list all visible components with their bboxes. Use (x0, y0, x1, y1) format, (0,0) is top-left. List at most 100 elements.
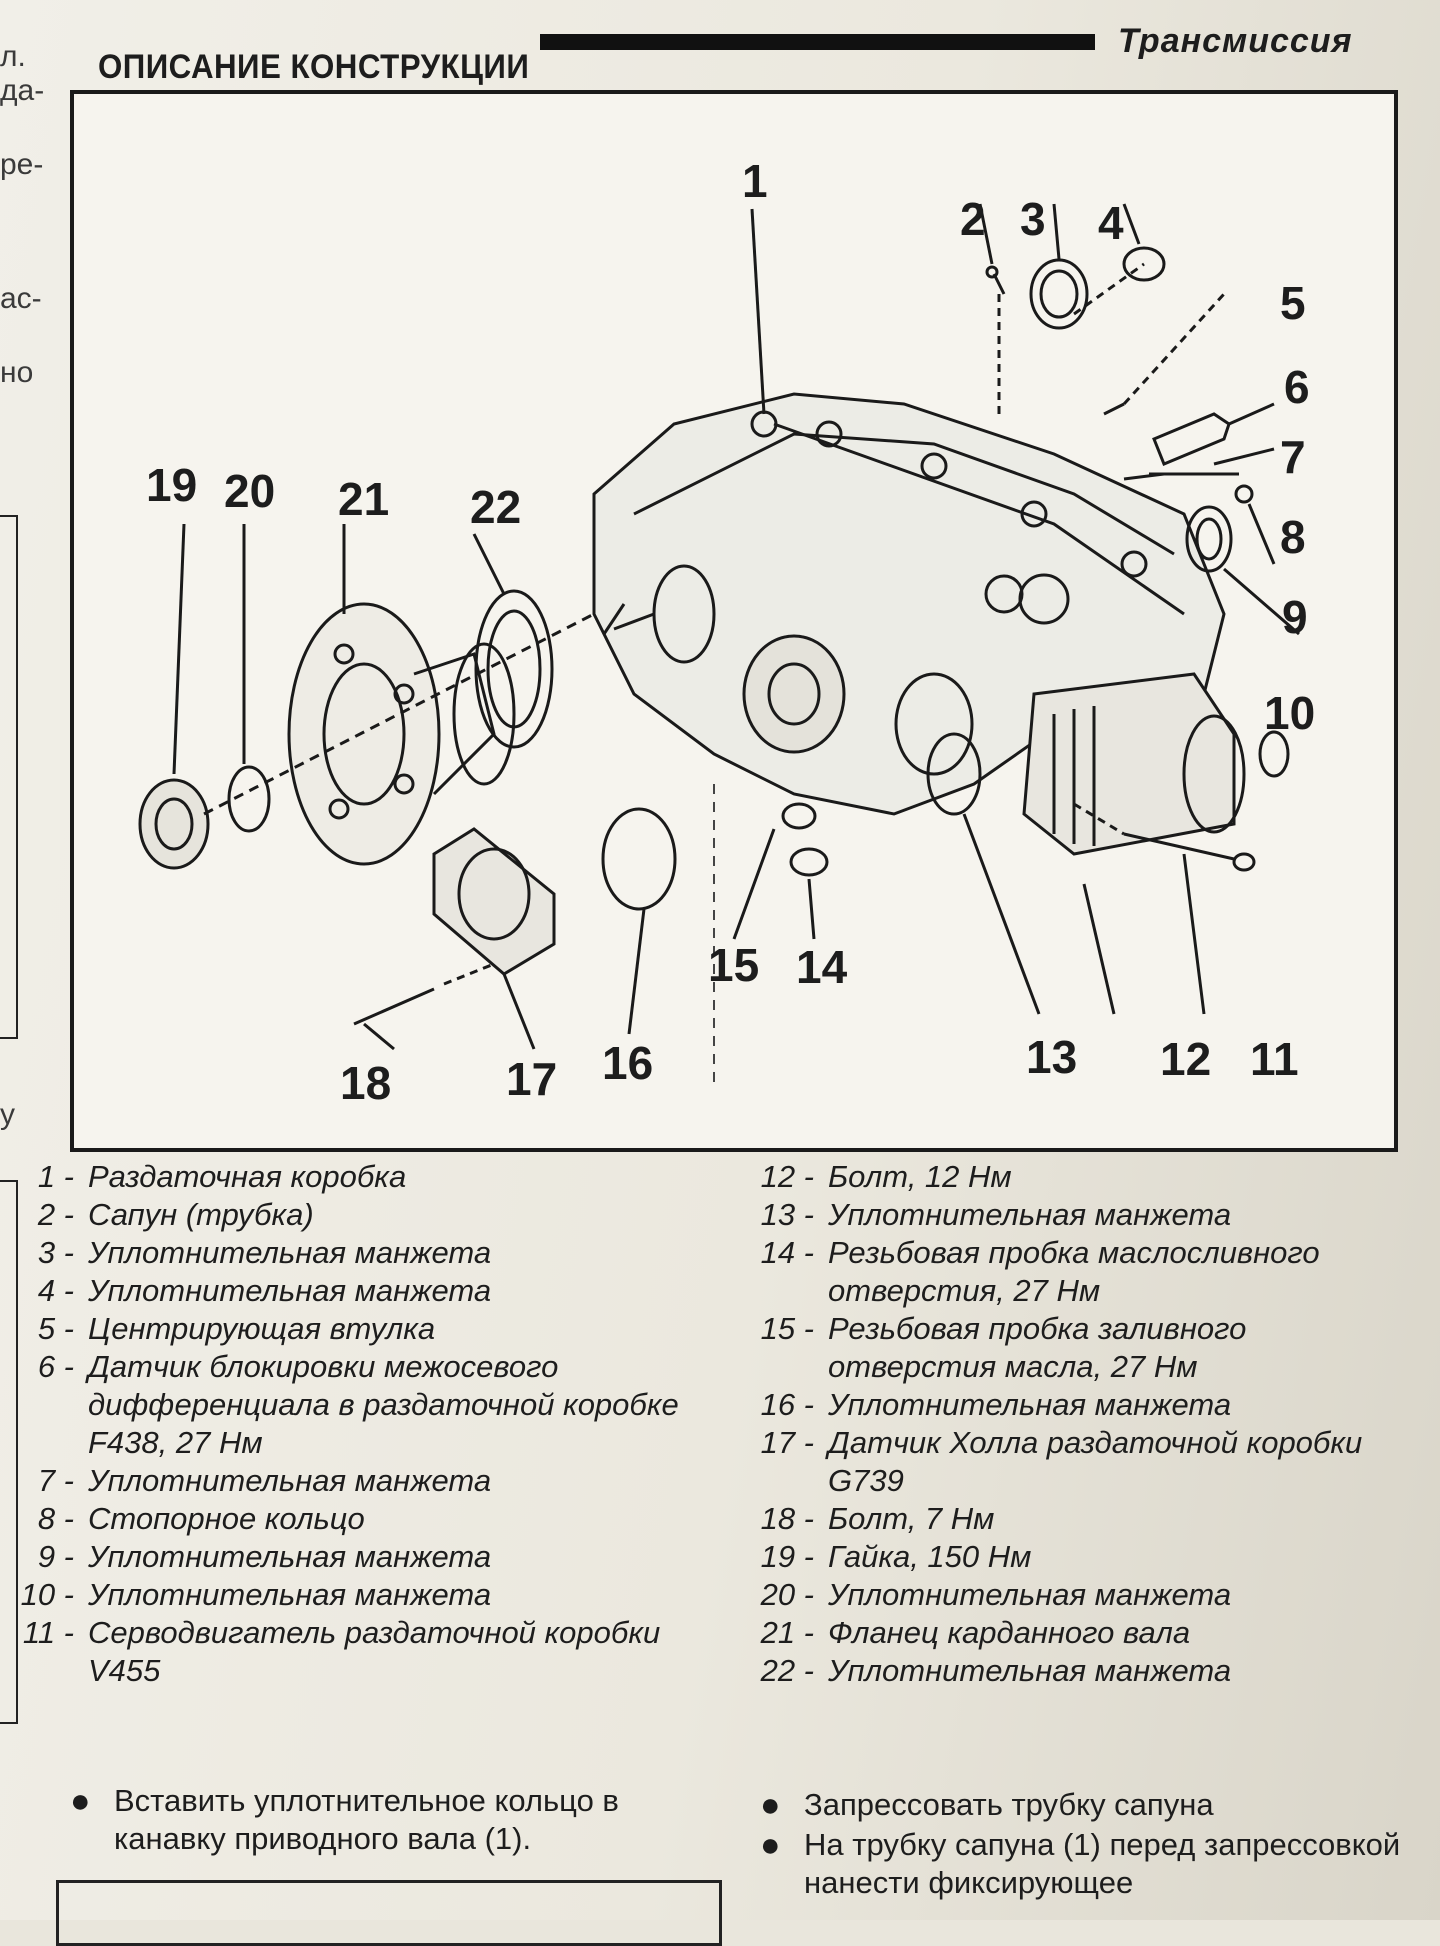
legend-text: Уплотнительная манжета (88, 1273, 492, 1308)
legend-item: 4 - Уплотнительная манжета (0, 1272, 720, 1310)
legend-item: 20 - Уплотнительная манжета (740, 1576, 1400, 1614)
sensor-6 (1152, 412, 1231, 466)
instruction-item: ●Запрессовать трубку сапуна (760, 1786, 1410, 1824)
legend-text: Резьбовая пробка маслосливного отверстия… (828, 1235, 1320, 1308)
legend-item: 15 - Резьбовая пробка заливного отверстия… (740, 1310, 1400, 1386)
legend-text: Уплотнительная манжета (828, 1577, 1232, 1612)
legend-item: 22 -Уплотнительная манжета (740, 1652, 1400, 1690)
legend-number: 12 - (760, 1159, 814, 1194)
instructions-left: ● Вставить уплотнительное кольцо в канавк… (70, 1782, 720, 1860)
margin-box-edge (0, 1180, 18, 1724)
callout-13: 13 (1026, 1031, 1078, 1083)
legend-text: Уплотнительная манжета (828, 1197, 1232, 1232)
legend-item: 8 -Стопорное кольцо (0, 1500, 720, 1538)
bullet-icon: ● (760, 1786, 781, 1824)
legend-item: 5 - Центрирующая втулка (0, 1310, 720, 1348)
legend-number: 17 - (760, 1425, 814, 1460)
callout-21: 21 (338, 473, 390, 525)
ring-8 (1234, 484, 1254, 504)
instruction-text: Вставить уплотнительное кольцо в канавку… (114, 1783, 619, 1856)
legend-text: Датчик блокировки межосевого дифференциа… (88, 1349, 679, 1460)
callout-10: 10 (1264, 687, 1316, 739)
legend-number: 4 - (37, 1273, 74, 1308)
legend-item: 3 - Уплотнительная манжета (0, 1234, 720, 1272)
callout-12: 12 (1160, 1033, 1212, 1085)
instruction-item: ● Вставить уплотнительное кольцо в канавк… (70, 1782, 720, 1858)
callout-3: 3 (1020, 193, 1046, 245)
legend-text: Уплотнительная манжета (88, 1235, 492, 1270)
legend-text: Серводвигатель раздаточной коробки V455 (88, 1615, 661, 1688)
legend-number: 22 - (760, 1653, 814, 1688)
bullet-icon: ● (760, 1826, 781, 1864)
margin-fragment: но (0, 356, 34, 389)
legend-number: 18 - (760, 1501, 814, 1536)
legend-number: 19 - (760, 1539, 814, 1574)
callout-4: 4 (1098, 197, 1124, 249)
legend-number: 10 - (20, 1577, 74, 1612)
margin-fragment: л. (0, 40, 26, 73)
legend-text: Раздаточная коробка (88, 1159, 407, 1194)
legend-number: 7 - (37, 1463, 74, 1498)
margin-fragment: ре- (0, 148, 44, 181)
legend-item: 17 - Датчик Холла раздаточной коробки G73… (740, 1424, 1400, 1500)
legend-text: Центрирующая втулка (88, 1311, 436, 1346)
section-title: ОПИСАНИЕ КОНСТРУКЦИИ (98, 48, 530, 86)
legend-item: 21 - Фланец карданного вала (740, 1614, 1400, 1652)
legend-number: 6 - (37, 1349, 74, 1384)
exploded-diagram: 1 2 3 4 5 6 7 8 9 10 11 12 13 14 15 16 1… (70, 90, 1398, 1152)
callout-9: 9 (1282, 591, 1308, 643)
callout-2: 2 (960, 193, 986, 245)
legend-number: 16 - (760, 1387, 814, 1422)
legend-number: 1 - (37, 1159, 74, 1194)
legend-left: 1 - Раздаточная коробка 2 -Сапун (трубка)… (0, 1158, 720, 1690)
legend-number: 3 - (37, 1235, 74, 1270)
callout-20: 20 (224, 465, 276, 517)
seal-10 (1185, 505, 1233, 573)
legend-number: 13 - (760, 1197, 814, 1232)
legend-number: 20 - (760, 1577, 814, 1612)
legend-item: 1 - Раздаточная коробка (0, 1158, 720, 1196)
legend-text: Гайка, 150 Нм (828, 1539, 1032, 1574)
callout-19: 19 (146, 459, 198, 511)
legend-text: Уплотнительная манжета (88, 1577, 492, 1612)
margin-box-edge (0, 515, 18, 1039)
legend-item: 18 -Болт, 7 Нм (740, 1500, 1400, 1538)
plug-14 (789, 847, 829, 877)
legend-text: Фланец карданного вала (828, 1615, 1191, 1650)
legend-text: Датчик Холла раздаточной коробки G739 (828, 1425, 1363, 1498)
bullet-icon: ● (70, 1782, 91, 1820)
legend-text: Уплотнительная манжета (88, 1539, 492, 1574)
callout-11: 11 (1250, 1033, 1299, 1085)
legend-number: 5 - (37, 1311, 74, 1346)
seal-3 (1029, 258, 1089, 330)
legend-right: 12 - Болт, 12 Нм 13 - Уплотнительная манже… (740, 1158, 1400, 1690)
seal-13 (926, 732, 982, 816)
callout-14: 14 (796, 941, 848, 993)
callout-18: 18 (340, 1057, 392, 1109)
margin-fragment: да- (0, 74, 45, 107)
callout-17: 17 (506, 1053, 558, 1105)
flange-21 (287, 602, 441, 866)
servo-motor (1022, 672, 1236, 856)
seal-20 (227, 765, 271, 833)
sleeve-5 (1103, 402, 1125, 416)
legend-text: Болт, 12 Нм (828, 1159, 1012, 1194)
callout-8: 8 (1280, 511, 1306, 563)
legend-item: 2 -Сапун (трубка) (0, 1196, 720, 1234)
seal-4 (1122, 246, 1166, 282)
legend-number: 15 - (760, 1311, 814, 1346)
instruction-text: На трубку сапуна (1) перед запрессовкой … (804, 1827, 1401, 1900)
legend-text: Стопорное кольцо (88, 1501, 365, 1536)
legend-item: 6 - Датчик блокировки межосевого дифферен… (0, 1348, 720, 1462)
legend-text: Резьбовая пробка заливного отверстия мас… (828, 1311, 1247, 1384)
callout-15: 15 (708, 939, 760, 991)
nut-19 (138, 778, 210, 870)
callout-22: 22 (470, 481, 522, 533)
instruction-item: ● На трубку сапуна (1) перед запрессовкой… (760, 1826, 1410, 1902)
legend-item: 9 -Уплотнительная манжета (0, 1538, 720, 1576)
hall-sensor-17 (432, 827, 556, 976)
legend-number: 21 - (760, 1615, 814, 1650)
legend-item: 11 -Серводвигатель раздаточной коробки V… (0, 1614, 720, 1690)
legend-number: 14 - (760, 1235, 814, 1270)
